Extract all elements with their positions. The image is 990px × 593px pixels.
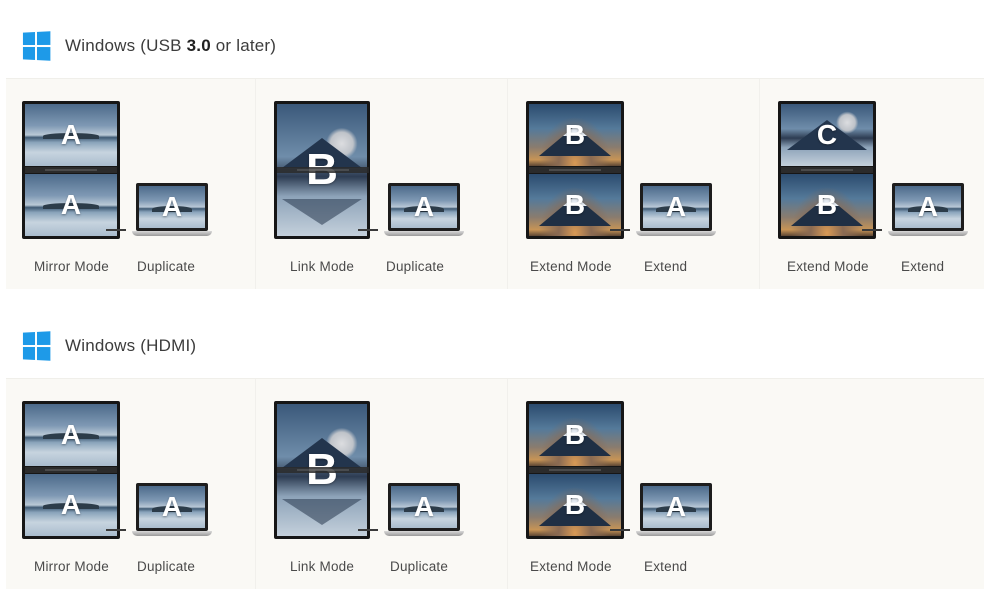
laptop-mode-label: Extend xyxy=(901,259,945,274)
modes-panel: A A A Mirror Mode Duplicate B xyxy=(6,78,984,289)
mode-group-extend: B B A Extend Mode Extend xyxy=(510,79,760,289)
laptop: A xyxy=(384,483,464,541)
screen-letter: A xyxy=(917,191,939,222)
screen-letter: A xyxy=(413,191,435,222)
bottom-screen: A xyxy=(25,174,117,236)
laptop-screen: A xyxy=(643,486,709,528)
screen-letter: B xyxy=(564,489,586,520)
laptop-mode-label: Extend xyxy=(644,559,688,574)
mode-group-extend-alt: C B A Extend Mode Extend xyxy=(762,79,990,289)
laptop: A xyxy=(636,183,716,241)
screen-letter: C xyxy=(816,119,838,150)
laptop-mode-label: Duplicate xyxy=(390,559,449,574)
section-header: Windows (USB 3.0 or later) xyxy=(22,30,276,62)
windows-logo-icon xyxy=(22,31,51,61)
screen-letter: A xyxy=(665,191,687,222)
dual-monitor: B xyxy=(274,401,370,539)
mode-label: Extend Mode xyxy=(530,259,612,274)
laptop-screen: A xyxy=(139,186,205,228)
dual-monitor: A A xyxy=(22,401,120,539)
mode-label: Mirror Mode xyxy=(34,559,109,574)
laptop: A xyxy=(636,483,716,541)
section-title: Windows (HDMI) xyxy=(65,336,197,355)
laptop-mode-label: Extend xyxy=(644,259,688,274)
top-screen: C xyxy=(781,104,873,166)
screen-letter: A xyxy=(60,419,82,450)
top-screen: A xyxy=(25,404,117,466)
dual-monitor: B B xyxy=(526,401,624,539)
dual-monitor: B B xyxy=(526,101,624,239)
mode-label: Mirror Mode xyxy=(34,259,109,274)
screen-letter: B xyxy=(564,119,586,150)
laptop-mode-label: Duplicate xyxy=(386,259,445,274)
mode-group-link: B A Link Mode Duplicate xyxy=(258,79,508,289)
laptop: A xyxy=(384,183,464,241)
laptop-mode-label: Duplicate xyxy=(137,259,196,274)
mode-label: Link Mode xyxy=(290,259,355,274)
top-screen: B xyxy=(529,104,621,166)
mode-label: Extend Mode xyxy=(787,259,869,274)
dual-monitor: A A xyxy=(22,101,120,239)
screen-letter: B xyxy=(564,189,586,220)
screen-letter: B xyxy=(816,189,838,220)
top-screen: A xyxy=(25,104,117,166)
bottom-screen: B xyxy=(529,174,621,236)
screen-letter: A xyxy=(60,489,82,520)
mode-group-mirror: A A A Mirror Mode Duplicate xyxy=(6,79,256,289)
screen-letter: A xyxy=(413,491,435,522)
modes-panel: A A A Mirror Mode Duplicate B xyxy=(6,378,984,589)
laptop-screen: A xyxy=(643,186,709,228)
laptop: A xyxy=(132,483,212,541)
laptop-screen: A xyxy=(391,486,457,528)
laptop-screen: A xyxy=(139,486,205,528)
laptop-screen: A xyxy=(391,186,457,228)
screen-letter: A xyxy=(161,491,183,522)
section-title: Windows (USB 3.0 or later) xyxy=(65,36,277,55)
mode-group-link: B A Link Mode Duplicate xyxy=(258,379,508,589)
mode-group-extend: B B A Extend Mode Extend xyxy=(510,379,760,589)
windows-logo-icon xyxy=(22,331,51,361)
laptop: A xyxy=(132,183,212,241)
bottom-screen: B xyxy=(529,474,621,536)
dual-monitor: C B xyxy=(778,101,876,239)
screen-letter: A xyxy=(60,189,82,220)
screen-letter: B xyxy=(564,419,586,450)
laptop-screen: A xyxy=(895,186,961,228)
screen-letter: A xyxy=(665,491,687,522)
top-screen: B xyxy=(529,404,621,466)
mode-label: Extend Mode xyxy=(530,559,612,574)
screen-letter: A xyxy=(60,119,82,150)
screen-letter: A xyxy=(161,191,183,222)
laptop-mode-label: Duplicate xyxy=(137,559,196,574)
laptop: A xyxy=(888,183,968,241)
bottom-screen: A xyxy=(25,474,117,536)
mode-label: Link Mode xyxy=(290,559,355,574)
mode-group-mirror: A A A Mirror Mode Duplicate xyxy=(6,379,256,589)
dual-monitor: B xyxy=(274,101,370,239)
bottom-screen: B xyxy=(781,174,873,236)
section-header: Windows (HDMI) xyxy=(22,330,196,362)
